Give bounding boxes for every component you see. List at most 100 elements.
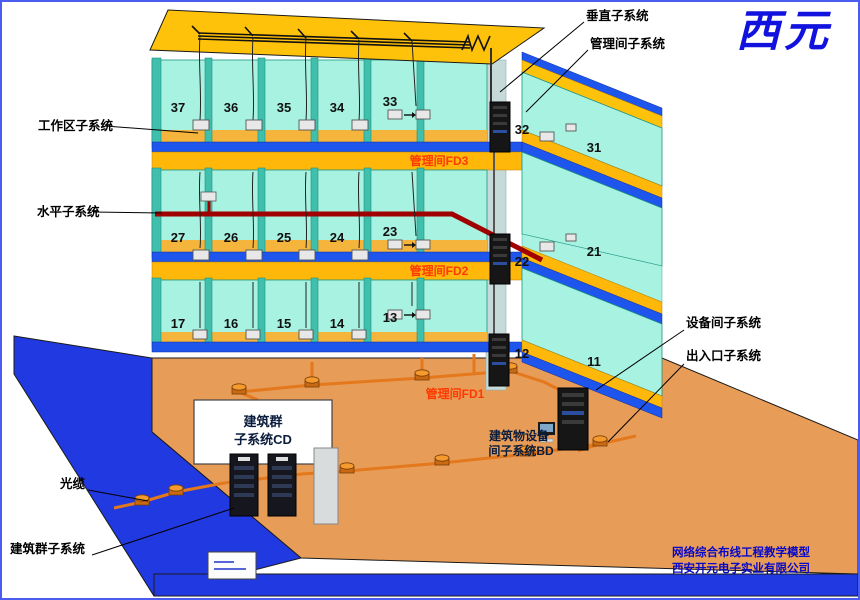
room-number: 23 bbox=[383, 224, 397, 239]
entrance-label: 出入口子系统 bbox=[686, 348, 762, 363]
equipment-leader bbox=[595, 329, 685, 391]
room-number: 15 bbox=[277, 316, 291, 331]
room-number: 21 bbox=[587, 244, 601, 259]
bd-monitor bbox=[538, 422, 555, 443]
fd3-label: 管理间FD3 bbox=[410, 153, 469, 168]
arrow-icon bbox=[404, 242, 416, 248]
floor1-slab-stripe bbox=[151, 341, 523, 353]
management-label: 管理间子系统 bbox=[590, 36, 666, 51]
room-number: 31 bbox=[587, 140, 601, 155]
room-number: 36 bbox=[224, 100, 238, 115]
arrow-icon bbox=[404, 112, 416, 118]
rack-fd2 bbox=[489, 233, 511, 285]
bd-equipment: 建筑物设备 间子系统BD bbox=[488, 387, 589, 458]
company-caption: 网络综合布线工程教学模型 西安开元电子实业有限公司 bbox=[672, 545, 810, 575]
cd-cabinet-door bbox=[313, 447, 339, 525]
fd2-label: 管理间FD2 bbox=[410, 263, 469, 278]
room-number: 35 bbox=[277, 100, 291, 115]
room-number: 11 bbox=[587, 354, 601, 369]
room-number: 14 bbox=[330, 316, 345, 331]
room-number: 34 bbox=[330, 100, 345, 115]
manhole bbox=[414, 369, 430, 381]
floor3-room-floor bbox=[152, 130, 487, 142]
work-area-label: 工作区子系统 bbox=[38, 118, 114, 133]
room-number: 22 bbox=[515, 254, 529, 269]
devices-f1 bbox=[192, 309, 431, 340]
entrance-leader bbox=[607, 363, 685, 443]
horizontal-label: 水平子系统 bbox=[37, 204, 100, 219]
rack-fd1 bbox=[488, 333, 510, 387]
equipment-label: 设备间子系统 bbox=[686, 315, 762, 330]
floor1-room-floor bbox=[152, 332, 487, 342]
name-plate bbox=[207, 551, 257, 580]
backbone-cable-bundle bbox=[191, 25, 491, 53]
building: 37 36 35 34 33 32 31 27 26 25 24 23 22 2… bbox=[149, 9, 663, 419]
bd-label-line1: 建筑物设备 bbox=[488, 428, 550, 443]
room-number: 37 bbox=[171, 100, 185, 115]
room-number: 25 bbox=[277, 230, 291, 245]
manhole bbox=[168, 484, 184, 496]
device-wing2 bbox=[539, 241, 555, 252]
wall-outlet bbox=[200, 191, 217, 202]
room-number: 16 bbox=[224, 316, 238, 331]
rack-fd3 bbox=[489, 101, 511, 153]
cd-rack bbox=[229, 453, 259, 517]
management-leader bbox=[525, 49, 589, 113]
horizontal-cable bbox=[155, 191, 544, 263]
cable-coil bbox=[461, 33, 491, 53]
campus-leader bbox=[91, 507, 235, 556]
work-area-devices bbox=[192, 34, 577, 340]
room-number: 13 bbox=[383, 310, 397, 325]
ground-left-face bbox=[13, 335, 303, 597]
manhole bbox=[231, 383, 247, 395]
ground-front-face bbox=[153, 573, 858, 597]
floor2-room-floor bbox=[152, 240, 487, 252]
work-area-leader bbox=[104, 125, 199, 134]
bd-rack bbox=[557, 387, 589, 451]
conduit-upper-run bbox=[238, 369, 565, 402]
drop-cables-f3 bbox=[198, 34, 417, 121]
room-number: 17 bbox=[171, 316, 185, 331]
room-number: 24 bbox=[330, 230, 345, 245]
horizontal-cable-run bbox=[155, 211, 544, 263]
manhole bbox=[339, 462, 355, 474]
room-number: 12 bbox=[515, 346, 529, 361]
vertical-label: 垂直子系统 bbox=[586, 8, 649, 23]
horizontal-leader bbox=[92, 211, 163, 214]
floor3-slab-stripe bbox=[151, 141, 523, 153]
wing1-slab-stripe bbox=[521, 351, 663, 419]
bd-label-line2: 间子系统BD bbox=[488, 443, 554, 458]
drop-cables-f2 bbox=[198, 171, 417, 249]
manhole bbox=[434, 454, 450, 466]
optical-cable-label: 光缆 bbox=[59, 476, 86, 491]
company-line1: 网络综合布线工程教学模型 bbox=[672, 545, 810, 559]
company-line2: 西安开元电子实业有限公司 bbox=[672, 561, 810, 575]
room-number: 33 bbox=[383, 94, 397, 109]
arrow-icon bbox=[404, 312, 416, 318]
fd1-label: 管理间FD1 bbox=[426, 386, 485, 401]
room-number: 26 bbox=[224, 230, 238, 245]
manhole bbox=[304, 376, 320, 388]
manhole bbox=[519, 445, 535, 457]
roof-slab bbox=[149, 9, 546, 65]
cd-label-line2: 子系统CD bbox=[234, 432, 292, 447]
room-number: 32 bbox=[515, 122, 529, 137]
optical-cable-leader bbox=[87, 489, 149, 502]
outlet-wing3 bbox=[565, 123, 577, 132]
cd-room-box bbox=[193, 399, 333, 465]
outlet-wing2 bbox=[565, 233, 577, 242]
manholes bbox=[134, 362, 608, 506]
floor-1 bbox=[151, 267, 663, 419]
cd-rack bbox=[267, 453, 297, 517]
cd-label-line1: 建筑群 bbox=[243, 414, 282, 429]
devices-f3 bbox=[192, 109, 431, 131]
devices-f2 bbox=[192, 239, 431, 261]
room-numbers: 37 36 35 34 33 32 31 27 26 25 24 23 22 2… bbox=[171, 94, 601, 369]
campus-equipment: 建筑群 子系统CD bbox=[193, 399, 339, 525]
room-number: 27 bbox=[171, 230, 185, 245]
manhole bbox=[592, 435, 608, 447]
campus-label: 建筑群子系统 bbox=[10, 541, 86, 556]
plate-box bbox=[207, 551, 257, 580]
